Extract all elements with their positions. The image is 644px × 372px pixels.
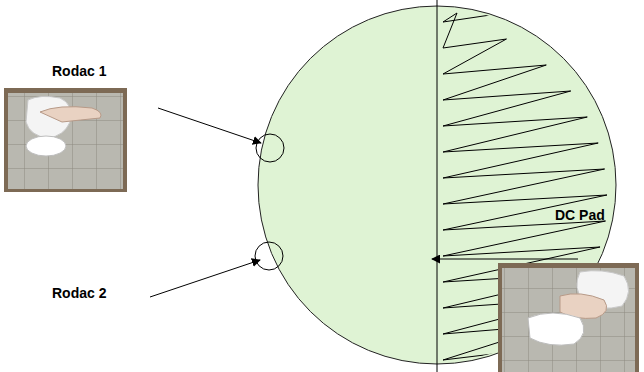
rodac-spot: [256, 134, 284, 162]
divider-line: [437, 0, 438, 372]
part-label: Rodac 1: [52, 62, 106, 80]
part-label: DC Pad: [555, 206, 605, 224]
leader-arrow: [432, 259, 578, 260]
leader-arrow: [158, 108, 261, 143]
rodac-spot: [255, 242, 283, 270]
rodac-photo: [4, 88, 127, 192]
part-label: Rodac 2: [52, 284, 106, 302]
dc-pad-photo: [498, 263, 639, 372]
leader-arrow: [150, 260, 260, 297]
